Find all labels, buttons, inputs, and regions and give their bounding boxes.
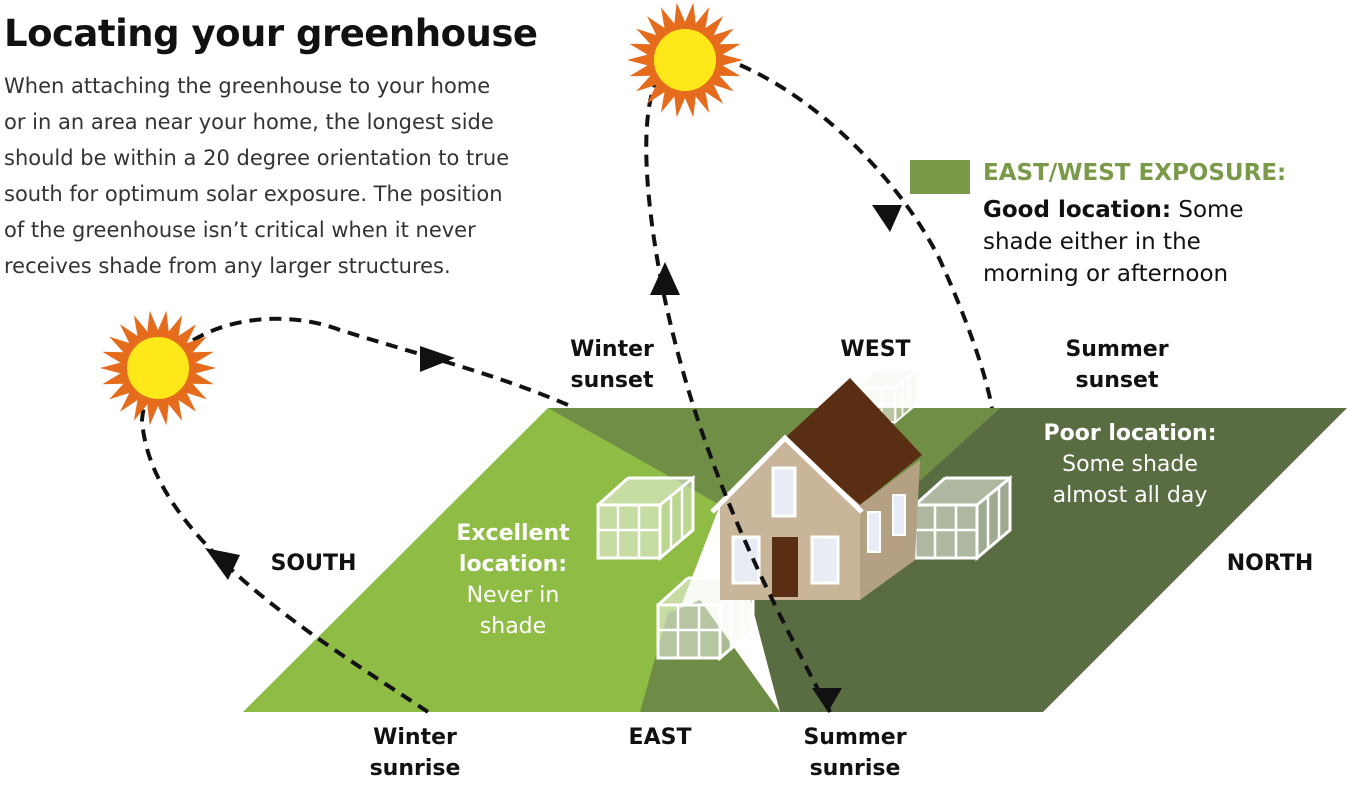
excellent-zone-label: Excellent location: Never in shade: [456, 521, 570, 639]
south-label: SOUTH: [270, 551, 357, 576]
legend-text: Good location: Some shade either in the …: [983, 194, 1244, 290]
sun-icon: [627, 2, 743, 118]
east-label: EAST: [628, 725, 692, 750]
arrow-head: [420, 346, 455, 372]
intro-line: south for optimum solar exposure. The po…: [4, 182, 503, 206]
excellent-zone-wedge: [243, 408, 700, 712]
intro-line: or in an area near your home, the longes…: [4, 110, 494, 134]
intro-line: of the greenhouse isn’t critical when it…: [4, 218, 476, 242]
poor-zone: [740, 408, 1347, 712]
arrow-head: [812, 688, 842, 712]
legend-swatch: [910, 160, 970, 194]
legend-good-text: shade either in the: [983, 229, 1201, 255]
arrow-head: [872, 205, 902, 232]
intro-line: receives shade from any larger structure…: [4, 254, 451, 278]
legend-good-text: Some: [1171, 197, 1244, 223]
summer-sun-path: [644, 68, 832, 713]
house: [710, 378, 922, 600]
arrow-head: [205, 548, 240, 580]
sun-icon: [100, 310, 216, 426]
legend-good-label: Good location:: [983, 197, 1172, 223]
west-label: WEST: [840, 337, 911, 362]
legend-heading: EAST/WEST EXPOSURE:: [983, 160, 1287, 186]
legend-good-text: morning or afternoon: [983, 261, 1229, 287]
arrow-head: [650, 262, 680, 295]
page-title: Locating your greenhouse: [4, 12, 538, 55]
summer-sun-path-west: [739, 63, 994, 409]
north-label: NORTH: [1226, 551, 1314, 576]
intro-line: should be within a 20 degree orientation…: [4, 146, 510, 170]
intro-line: When attaching the greenhouse to your ho…: [4, 74, 491, 98]
poor-zone-label: Poor location: Some shade almost all day: [1043, 421, 1217, 508]
